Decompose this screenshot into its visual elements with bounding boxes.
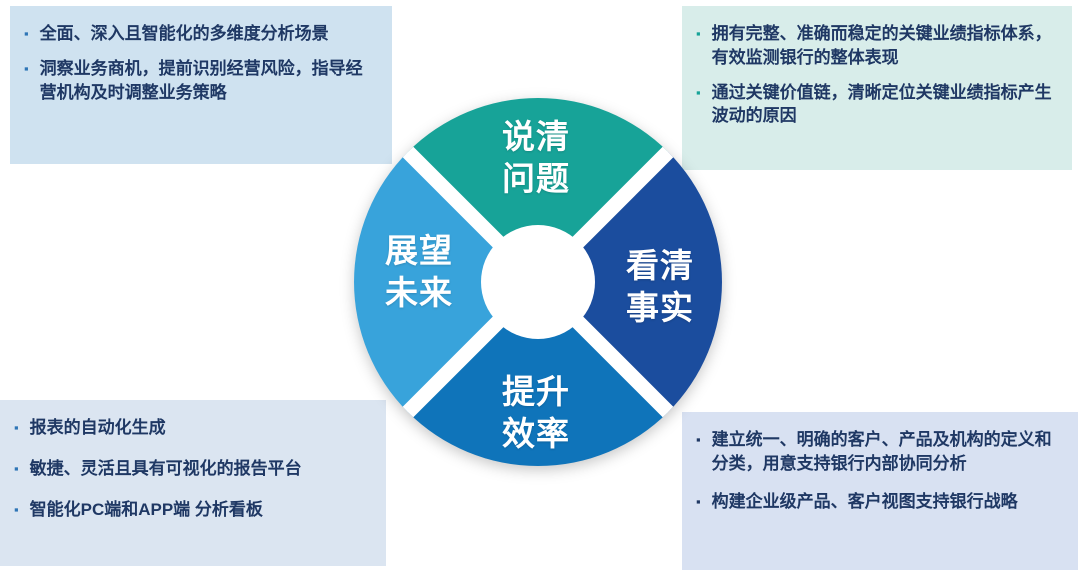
callout-top-left: ▪ 全面、深入且智能化的多维度分析场景 ▪ 洞察业务商机，提前识别经营风险，指导… bbox=[10, 6, 392, 164]
callout-top-right: ▪ 拥有完整、准确而稳定的关键业绩指标体系，有效监测银行的整体表现 ▪ 通过关键… bbox=[682, 6, 1072, 170]
center-circle bbox=[481, 225, 595, 339]
wedge-label-bottom: 提升 效率 bbox=[502, 372, 570, 452]
quadrant-wheel-diagram bbox=[354, 98, 722, 466]
square-bullet-icon: ▪ bbox=[24, 26, 29, 41]
list-item: ▪ 全面、深入且智能化的多维度分析场景 bbox=[24, 22, 374, 46]
list-item: ▪ 洞察业务商机，提前识别经营风险，指导经营机构及时调整业务策略 bbox=[24, 57, 374, 105]
callout-text: 构建企业级产品、客户视图支持银行战略 bbox=[711, 491, 1018, 511]
callout-text: 报表的自动化生成 bbox=[29, 418, 166, 437]
square-bullet-icon: ▪ bbox=[696, 493, 701, 509]
wedge-right bbox=[538, 151, 722, 413]
list-item: ▪ 构建企业级产品、客户视图支持银行战略 bbox=[696, 490, 1060, 514]
square-bullet-icon: ▪ bbox=[696, 26, 701, 41]
square-bullet-icon: ▪ bbox=[24, 61, 29, 76]
wedge-label-top: 说清 问题 bbox=[502, 117, 570, 197]
list-item: ▪ 敏捷、灵活且具有可视化的报告平台 bbox=[14, 457, 368, 481]
callout-text: 智能化PC端和APP端 分析看板 bbox=[29, 500, 263, 519]
callout-text: 拥有完整、准确而稳定的关键业绩指标体系，有效监测银行的整体表现 bbox=[711, 24, 1052, 67]
list-item: ▪ 报表的自动化生成 bbox=[14, 416, 368, 440]
square-bullet-icon: ▪ bbox=[14, 502, 19, 517]
list-item: ▪ 拥有完整、准确而稳定的关键业绩指标体系，有效监测银行的整体表现 bbox=[696, 22, 1054, 70]
list-item: ▪ 通过关键价值链，清晰定位关键业绩指标产生波动的原因 bbox=[696, 81, 1054, 129]
callout-text: 建立统一、明确的客户、产品及机构的定义和分类，用意支持银行内部协同分析 bbox=[711, 430, 1052, 473]
callout-text: 全面、深入且智能化的多维度分析场景 bbox=[39, 24, 329, 43]
list-item: ▪ 智能化PC端和APP端 分析看板 bbox=[14, 498, 368, 522]
callout-text: 洞察业务商机，提前识别经营风险，指导经营机构及时调整业务策略 bbox=[39, 59, 363, 102]
callout-bottom-right: ▪ 建立统一、明确的客户、产品及机构的定义和分类，用意支持银行内部协同分析 ▪ … bbox=[682, 412, 1078, 570]
callout-text: 通过关键价值链，清晰定位关键业绩指标产生波动的原因 bbox=[711, 82, 1052, 126]
wedge-label-left: 展望 未来 bbox=[385, 231, 453, 311]
square-bullet-icon: ▪ bbox=[14, 461, 19, 476]
square-bullet-icon: ▪ bbox=[696, 84, 701, 100]
square-bullet-icon: ▪ bbox=[14, 420, 19, 435]
wedge-left bbox=[354, 151, 538, 413]
list-item: ▪ 建立统一、明确的客户、产品及机构的定义和分类，用意支持银行内部协同分析 bbox=[696, 428, 1060, 476]
square-bullet-icon: ▪ bbox=[696, 432, 701, 447]
wedge-label-right: 看清 事实 bbox=[626, 246, 694, 326]
callout-bottom-left: ▪ 报表的自动化生成 ▪ 敏捷、灵活且具有可视化的报告平台 ▪ 智能化PC端和A… bbox=[0, 400, 386, 566]
wedge-top bbox=[407, 98, 669, 282]
wedge-bottom bbox=[407, 282, 669, 466]
callout-text: 敏捷、灵活且具有可视化的报告平台 bbox=[29, 459, 302, 478]
